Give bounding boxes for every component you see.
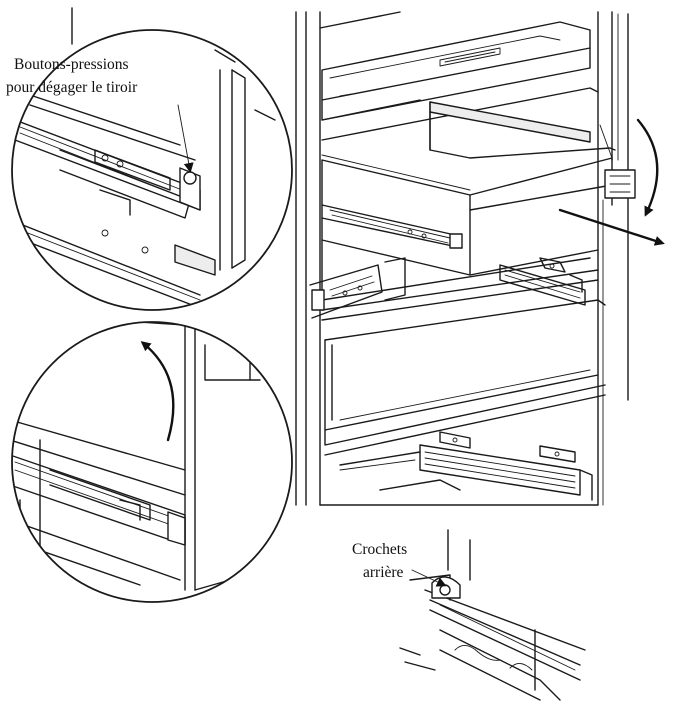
upper-rail-left — [309, 257, 406, 319]
hook-pointer-arrow-icon — [411, 569, 447, 587]
pull-out-arrow-icon — [558, 208, 665, 246]
detail-circle-release-buttons — [11, 7, 293, 311]
upper-rail-right — [499, 257, 586, 306]
rear-hooks-label-line2: arrière — [363, 564, 404, 581]
hinge-bracket — [604, 169, 636, 199]
lower-rail — [339, 431, 593, 501]
tilt-arrow-icon — [140, 341, 175, 442]
release-buttons-label-line1: Boutons-pressions — [14, 56, 129, 73]
detail-circle-tilt — [11, 321, 293, 603]
refrigerator-cabinet — [295, 11, 636, 506]
rotate-arrow-icon — [636, 118, 659, 217]
rear-hooks-label-line1: Crochets — [352, 541, 408, 558]
rear-hooks-detail — [399, 529, 586, 701]
pointer-arrow-icon — [177, 104, 194, 173]
crisper-drawer — [321, 101, 616, 276]
release-buttons-label-line2: pour dégager le tiroir — [6, 79, 138, 96]
